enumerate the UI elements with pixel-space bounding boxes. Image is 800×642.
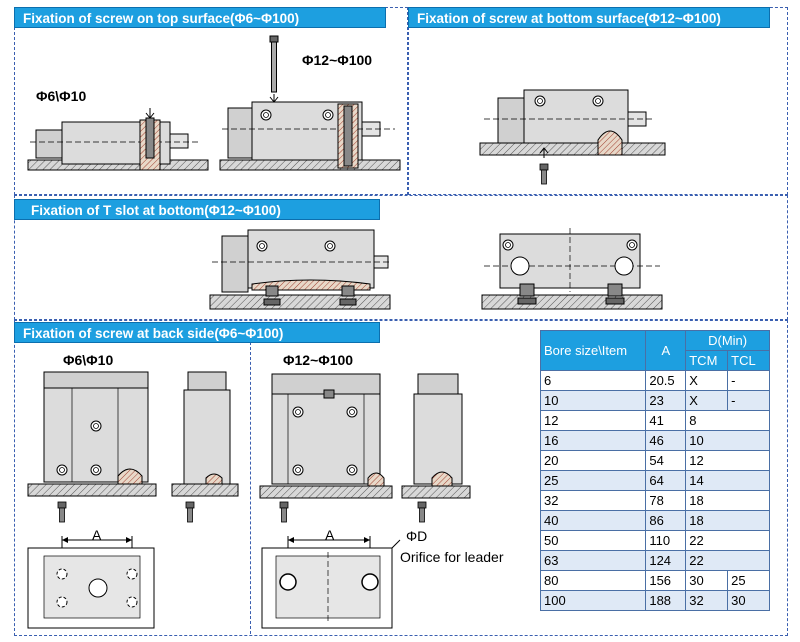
table-header-row: Bore size\Item A D(Min) (539, 330, 770, 371)
header-bore: Bore size\Item (539, 330, 647, 371)
cell-a: 188 (645, 590, 687, 611)
cell-tcl: - (727, 390, 770, 411)
label-phi6-10-back: Φ6\Φ10 (63, 352, 114, 368)
cell-tcl: - (727, 370, 770, 391)
drawing-back-small-front (27, 371, 157, 523)
cell-bore: 80 (539, 570, 647, 591)
cell-bore: 6 (539, 370, 647, 391)
header-a: A (645, 330, 687, 371)
drawing-t-slot-left (209, 229, 392, 310)
cell-a: 78 (645, 490, 687, 511)
dim-phi-d: ΦD (406, 528, 428, 544)
cell-bore: 20 (539, 450, 647, 471)
cell-bore: 12 (539, 410, 647, 431)
dim-a-right: A (325, 527, 335, 543)
drawing-top-large (219, 35, 401, 171)
cell-d: 10 (685, 430, 770, 451)
header-d: D(Min) (685, 330, 770, 351)
drawing-back-large-front (259, 373, 393, 523)
cell-bore: 40 (539, 510, 647, 531)
label-phi12-100-back: Φ12~Φ100 (283, 352, 354, 368)
cell-a: 124 (645, 550, 687, 571)
drawing-top-small (27, 108, 209, 171)
section-title-back-side: Fixation of screw at back side(Φ6~Φ100) (14, 322, 380, 343)
cell-tcm: 30 (685, 570, 729, 591)
dim-a-left: A (92, 527, 102, 543)
divider-back-side (250, 342, 251, 634)
label-phi6-10-top: Φ6\Φ10 (36, 88, 87, 104)
orifice-label: Orifice for leader (400, 549, 504, 565)
frame-t-slot (14, 195, 788, 320)
header-tcm: TCM (685, 350, 729, 371)
cell-a: 23 (645, 390, 687, 411)
cell-bore: 50 (539, 530, 647, 551)
cell-d: 12 (685, 450, 770, 471)
cell-a: 86 (645, 510, 687, 531)
drawing-back-small-side (171, 371, 239, 523)
cell-d: 18 (685, 490, 770, 511)
cell-tcm: X (685, 370, 729, 391)
cell-a: 20.5 (645, 370, 687, 391)
cell-bore: 16 (539, 430, 647, 451)
drawing-t-slot-right (481, 228, 663, 310)
drawing-back-plate-left (27, 536, 155, 629)
cell-tcm: 32 (685, 590, 729, 611)
header-tcl: TCL (727, 350, 770, 371)
cell-a: 41 (645, 410, 687, 431)
drawing-back-large-side (401, 373, 471, 523)
cell-a: 54 (645, 450, 687, 471)
cell-a: 64 (645, 470, 687, 491)
section-title-t-slot: Fixation of T slot at bottom(Φ12~Φ100) (14, 199, 380, 220)
cell-bore: 100 (539, 590, 647, 611)
frame-back-side (14, 320, 788, 636)
section-title-top-surface: Fixation of screw on top surface(Φ6~Φ100… (14, 7, 386, 28)
cell-tcm: X (685, 390, 729, 411)
cell-d: 22 (685, 550, 770, 571)
cell-a: 156 (645, 570, 687, 591)
label-phi12-100-top: Φ12~Φ100 (302, 52, 373, 68)
drawing-bottom-surface (479, 89, 666, 185)
cell-d: 8 (685, 410, 770, 431)
cell-a: 46 (645, 430, 687, 451)
cell-a: 110 (645, 530, 687, 551)
cell-tcl: 30 (727, 590, 770, 611)
cell-bore: 10 (539, 390, 647, 411)
section-title-bottom-surface: Fixation of screw at bottom surface(Φ12~… (408, 7, 770, 28)
cell-bore: 63 (539, 550, 647, 571)
cell-d: 22 (685, 530, 770, 551)
cell-d: 18 (685, 510, 770, 531)
drawing-back-plate-right (261, 536, 401, 629)
cell-d: 14 (685, 470, 770, 491)
cell-bore: 32 (539, 490, 647, 511)
cell-tcl: 25 (727, 570, 770, 591)
cell-bore: 25 (539, 470, 647, 491)
